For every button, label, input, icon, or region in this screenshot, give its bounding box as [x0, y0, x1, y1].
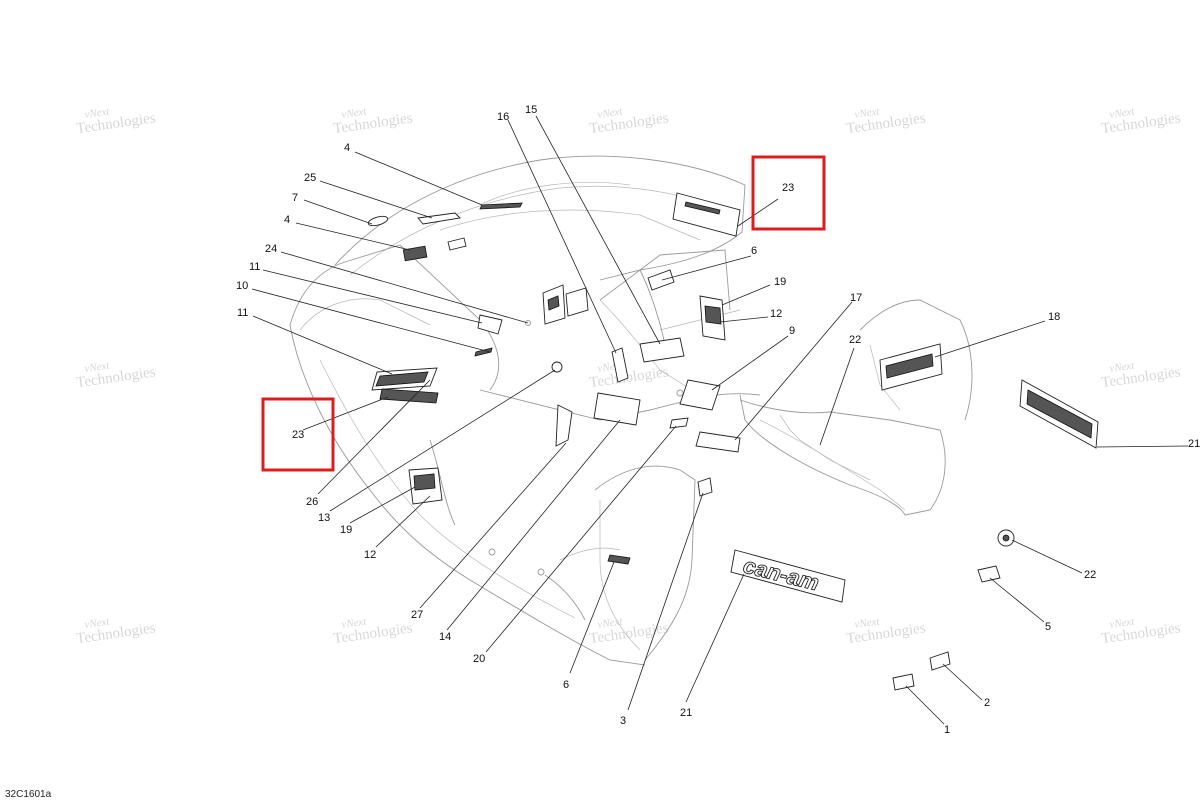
- callout-4: 4: [344, 142, 350, 154]
- callout-16: 16: [497, 111, 509, 123]
- callout-19: 19: [774, 276, 786, 288]
- callout-26: 26: [306, 496, 318, 508]
- svg-text:23: 23: [782, 182, 794, 194]
- watermark: vNext Technologies: [1100, 359, 1181, 391]
- callout-15: 15: [525, 104, 537, 116]
- callout-labels: 4 25 7 4 24 11 10 11 26 13 19 12 27 14 2…: [236, 104, 1200, 736]
- svg-text:vNext: vNext: [341, 615, 368, 630]
- svg-text:vNext: vNext: [84, 105, 111, 120]
- svg-text:can-am: can-am: [741, 553, 822, 596]
- svg-text:vNext: vNext: [854, 615, 881, 630]
- callout-19: 19: [340, 524, 352, 536]
- decal-parts: can-am: [367, 192, 1099, 691]
- callout-5: 5: [1045, 621, 1051, 633]
- callout-7: 7: [292, 192, 298, 204]
- callout-10: 10: [236, 280, 248, 292]
- callout-9: 9: [789, 325, 795, 337]
- callout-24: 24: [265, 243, 277, 255]
- svg-text:vNext: vNext: [1109, 359, 1136, 374]
- callout-12: 12: [364, 549, 376, 561]
- callout-11: 11: [249, 261, 260, 273]
- svg-text:vNext: vNext: [597, 105, 624, 120]
- figure-code: 32C1601a: [5, 789, 52, 800]
- highlight-box-left[interactable]: 23: [261, 397, 335, 472]
- callout-18: 18: [1048, 311, 1060, 323]
- callout-3: 3: [620, 715, 626, 727]
- watermark: vNext Technologies: [75, 359, 156, 391]
- callout-2: 2: [984, 697, 990, 709]
- watermark: vNext Technologies: [1100, 615, 1181, 647]
- callout-25: 25: [304, 172, 316, 184]
- svg-text:vNext: vNext: [84, 359, 111, 374]
- callout-6: 6: [563, 679, 569, 691]
- callout-27: 27: [411, 609, 423, 621]
- callout-21: 21: [1188, 438, 1200, 450]
- callout-14: 14: [439, 631, 451, 643]
- callout-17: 17: [850, 292, 862, 304]
- callout-1: 1: [944, 724, 950, 736]
- callout-6: 6: [751, 245, 757, 257]
- watermark: vNext Technologies: [588, 105, 669, 137]
- watermark: vNext Technologies: [845, 105, 926, 137]
- svg-text:vNext: vNext: [84, 615, 111, 630]
- watermark: vNext Technologies: [332, 105, 413, 137]
- callout-12: 12: [770, 308, 782, 320]
- callout-22: 22: [849, 334, 861, 346]
- watermark: vNext Technologies: [588, 615, 669, 647]
- svg-text:vNext: vNext: [1109, 615, 1136, 630]
- callout-20: 20: [473, 653, 485, 665]
- watermark: vNext Technologies: [332, 615, 413, 647]
- can-am-logo: can-am: [730, 549, 846, 603]
- callout-22: 22: [1084, 569, 1096, 581]
- vehicle-body-outline: [289, 155, 973, 666]
- watermark: vNext Technologies: [75, 105, 156, 137]
- svg-text:23: 23: [292, 429, 304, 441]
- callout-11: 11: [237, 307, 248, 319]
- svg-text:vNext: vNext: [597, 615, 624, 630]
- callout-4: 4: [284, 214, 290, 226]
- watermarks: vNext Technologies vNext Technologies vN…: [75, 105, 1181, 647]
- highlight-box-top-right[interactable]: 23: [751, 155, 826, 231]
- svg-text:vNext: vNext: [341, 105, 368, 120]
- callout-13: 13: [318, 512, 330, 524]
- svg-text:vNext: vNext: [1109, 105, 1136, 120]
- watermark: vNext Technologies: [845, 615, 926, 647]
- watermark: vNext Technologies: [75, 615, 156, 647]
- watermark: vNext Technologies: [1100, 105, 1181, 137]
- svg-text:vNext: vNext: [854, 105, 881, 120]
- leader-lines: [251, 115, 1189, 725]
- callout-21: 21: [680, 707, 692, 719]
